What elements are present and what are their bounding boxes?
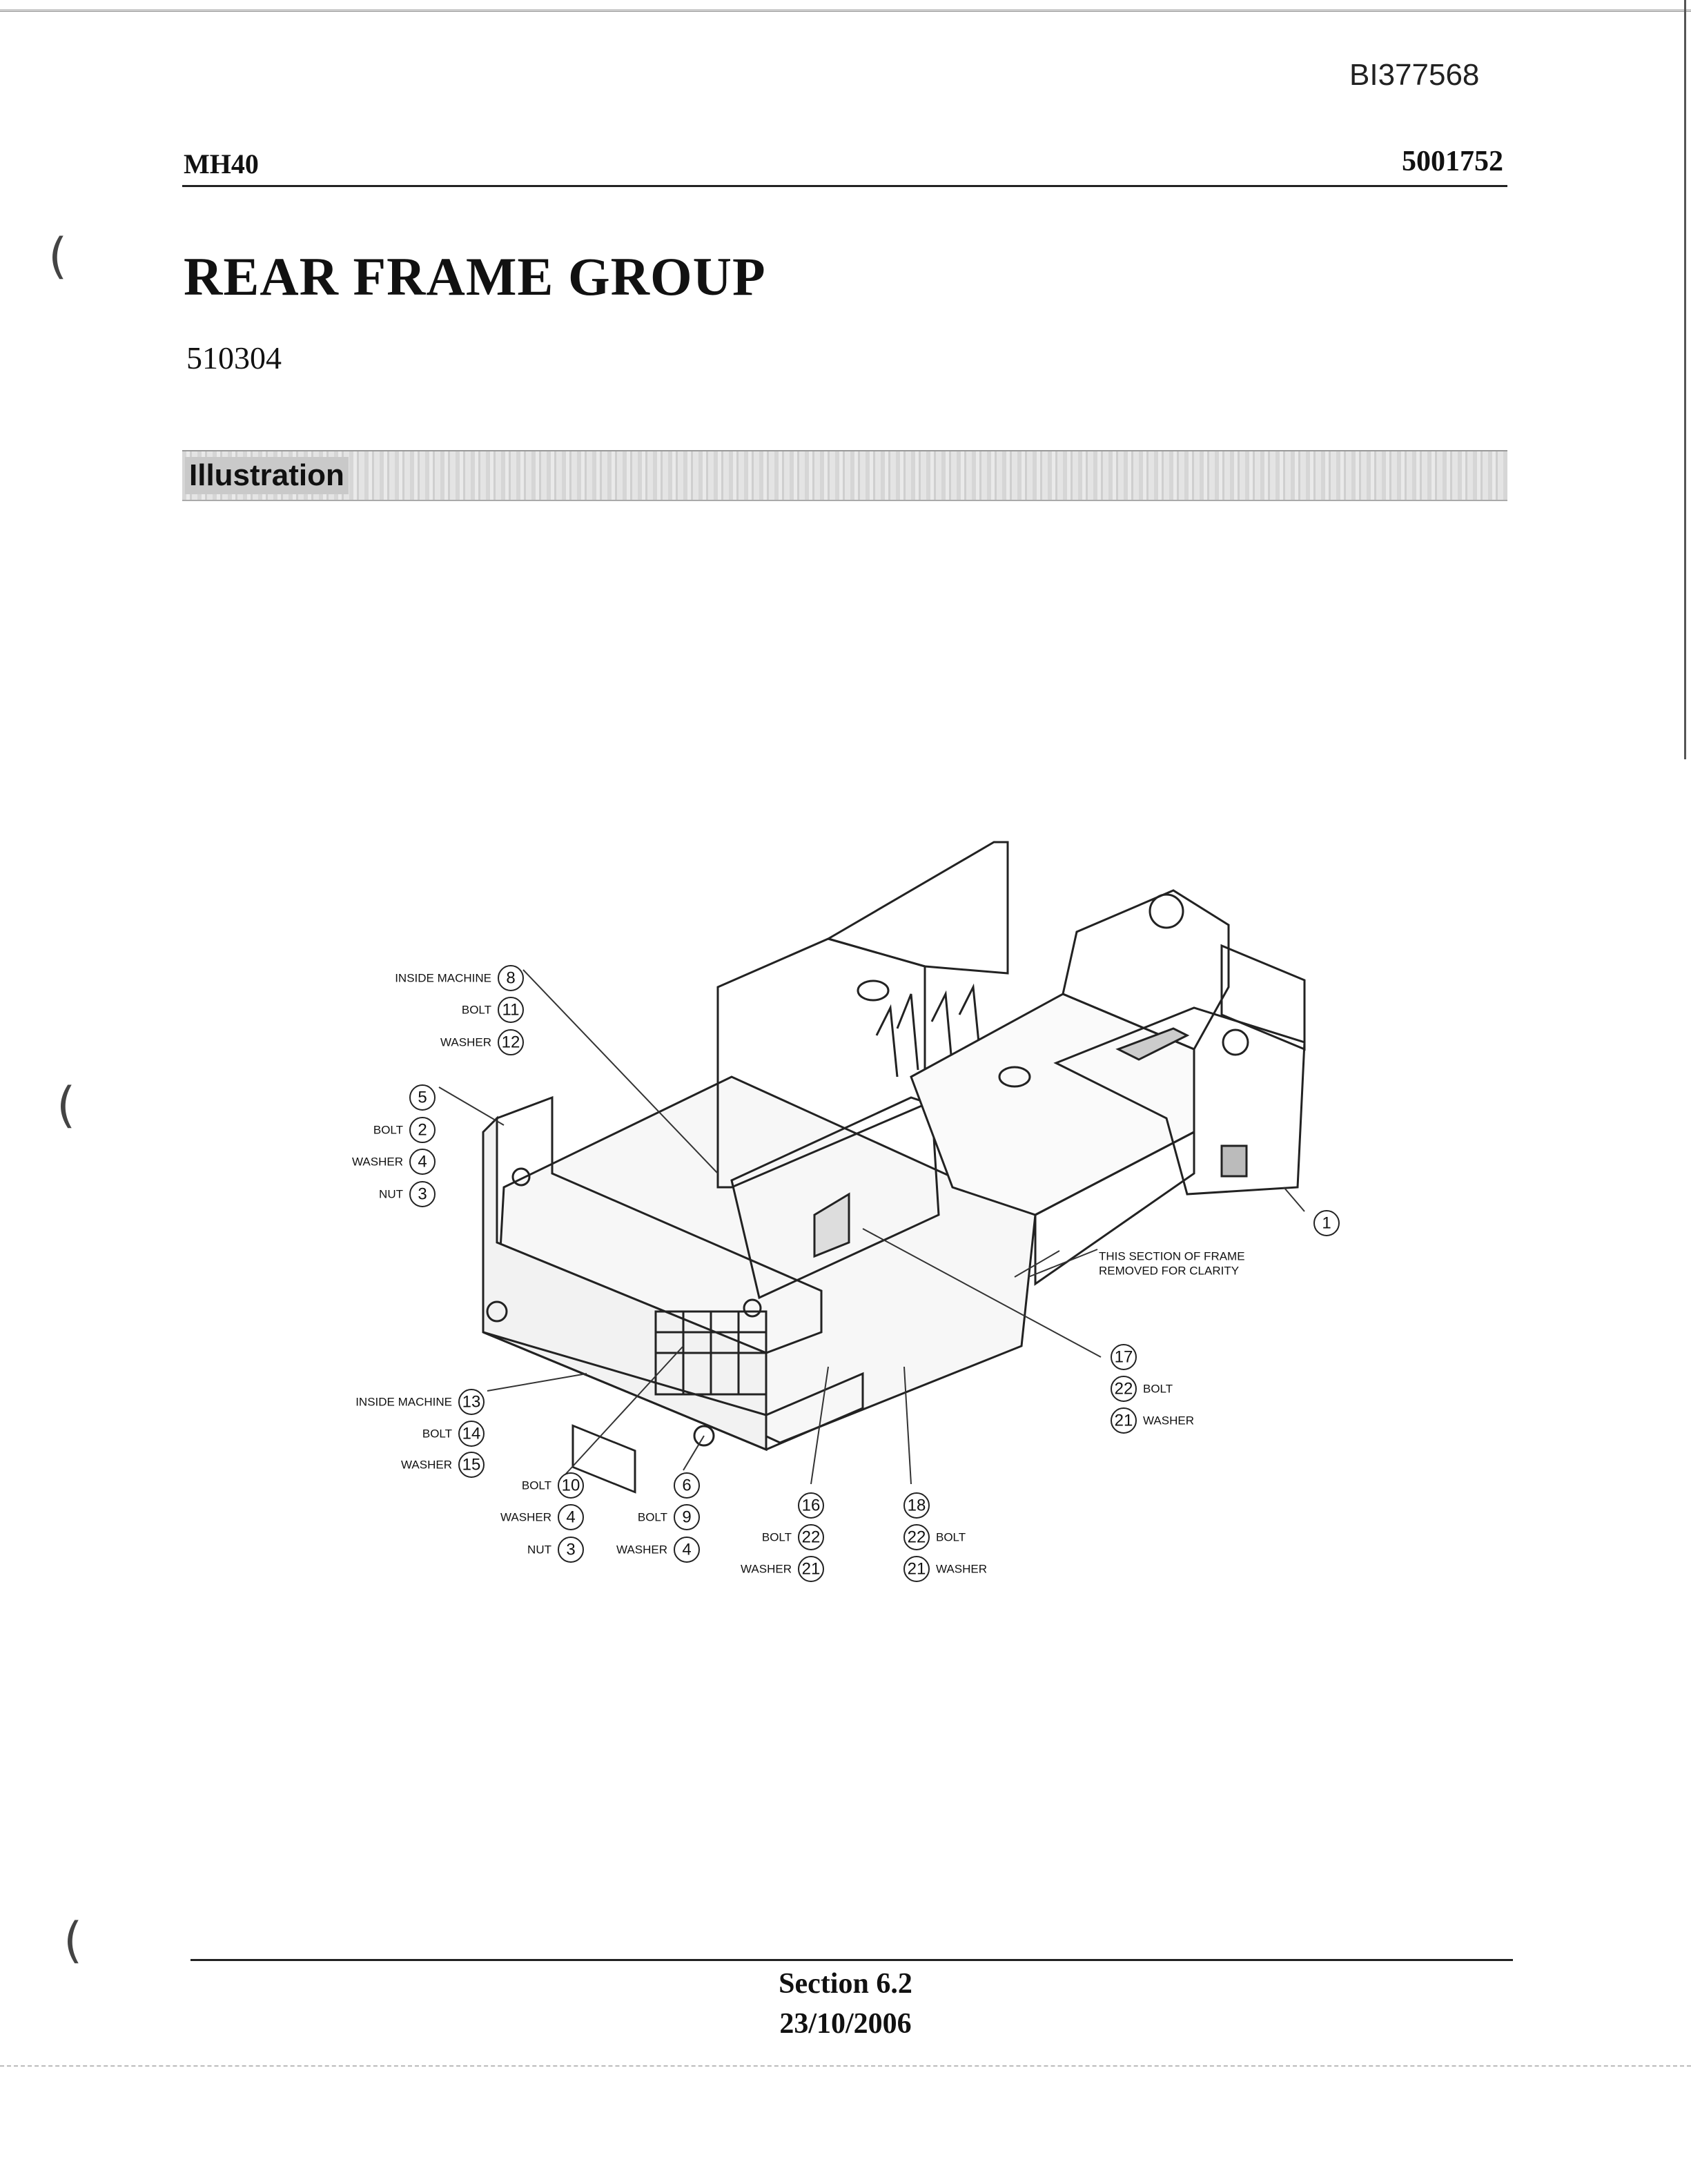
callout-label: WASHER [1143, 1414, 1194, 1427]
callout-numbers: 8 11 12 5 2 4 3 1 17 22 21 13 14 15 10 4… [418, 969, 1331, 1579]
scan-edge-right [1684, 0, 1686, 759]
callout-number: 9 [682, 1508, 691, 1527]
callout-label: BOLT [373, 1124, 403, 1137]
callout-number: 21 [908, 1560, 926, 1579]
callout-label: WASHER [500, 1511, 551, 1524]
header-rule [182, 185, 1507, 187]
callout-number: 1 [1322, 1214, 1331, 1233]
group-number: 510304 [186, 340, 282, 376]
callout-number: 18 [908, 1496, 926, 1515]
callout-number: 2 [418, 1121, 427, 1140]
callout-label: WASHER [741, 1563, 792, 1576]
frame-note-leader [1028, 1249, 1098, 1278]
document-id: BI377568 [1349, 58, 1480, 92]
callout-number: 10 [562, 1476, 580, 1495]
exploded-frame-drawing: 8 11 12 5 2 4 3 1 17 22 21 13 14 15 10 4… [352, 841, 1340, 1582]
scan-edge-top [0, 0, 1691, 12]
callout-number: 22 [802, 1528, 821, 1547]
footer-rule [190, 1959, 1513, 1961]
callout-label: INSIDE MACHINE [355, 1396, 452, 1409]
callout-label: BOLT [638, 1511, 667, 1524]
callout-label: NUT [527, 1543, 551, 1557]
scan-mark: ( [57, 1077, 76, 1133]
callout-labels: INSIDE MACHINE BOLT WASHER BOLT WASHER N… [352, 972, 1245, 1576]
scan-mark: ( [63, 1912, 83, 1969]
callout-number: 4 [682, 1541, 691, 1559]
callout-label: BOLT [1143, 1383, 1173, 1396]
callout-number: 21 [802, 1560, 821, 1579]
callout-label: WASHER [352, 1156, 403, 1169]
callout-number: 5 [418, 1089, 427, 1107]
callout-number: 12 [502, 1033, 520, 1052]
callout-number: 4 [418, 1153, 427, 1171]
callout-label: WASHER [616, 1543, 667, 1557]
callout-number: 16 [802, 1496, 821, 1515]
callout-label: BOLT [762, 1531, 792, 1544]
callout-label: BOLT [936, 1531, 966, 1544]
part-number: 5001752 [1402, 146, 1503, 177]
callout-number: 13 [462, 1393, 481, 1412]
callout-label: WASHER [936, 1563, 987, 1576]
callout-label: WASHER [440, 1036, 491, 1049]
footer-date: 23/10/2006 [779, 2008, 912, 2040]
scan-mark: ( [48, 228, 68, 284]
callout-number: 17 [1115, 1348, 1133, 1367]
callout-number: 22 [1115, 1380, 1133, 1398]
frame-body [482, 841, 1306, 1494]
callout-number: 14 [462, 1425, 481, 1443]
page-title: REAR FRAME GROUP [184, 246, 766, 306]
callout-label: WASHER [401, 1459, 452, 1472]
callout-number: 3 [566, 1541, 575, 1559]
callout-number: 21 [1115, 1412, 1133, 1430]
section-band-label: Illustration [185, 457, 349, 494]
callout-label: NUT [379, 1188, 403, 1201]
scan-edge-bottom [0, 2065, 1691, 2067]
frame-note: REMOVED FOR CLARITY [1099, 1265, 1239, 1278]
callout-number: 4 [566, 1508, 575, 1527]
callout-number: 11 [502, 1001, 520, 1020]
callout-number: 8 [506, 969, 515, 988]
leader-lines [438, 969, 1305, 1485]
model-name: MH40 [184, 148, 259, 179]
callout-number: 3 [418, 1185, 427, 1204]
callout-circles [409, 965, 1340, 1582]
callout-label: BOLT [462, 1004, 491, 1017]
callout-label: BOLT [522, 1479, 551, 1492]
callout-label: BOLT [422, 1427, 452, 1441]
callout-number: 15 [462, 1456, 481, 1474]
callout-number: 6 [682, 1476, 691, 1495]
section-band [182, 450, 1507, 501]
callout-label: INSIDE MACHINE [395, 972, 491, 985]
frame-note: THIS SECTION OF FRAME [1099, 1250, 1245, 1263]
footer-section: Section 6.2 [779, 1968, 912, 2000]
callout-number: 22 [908, 1528, 926, 1547]
